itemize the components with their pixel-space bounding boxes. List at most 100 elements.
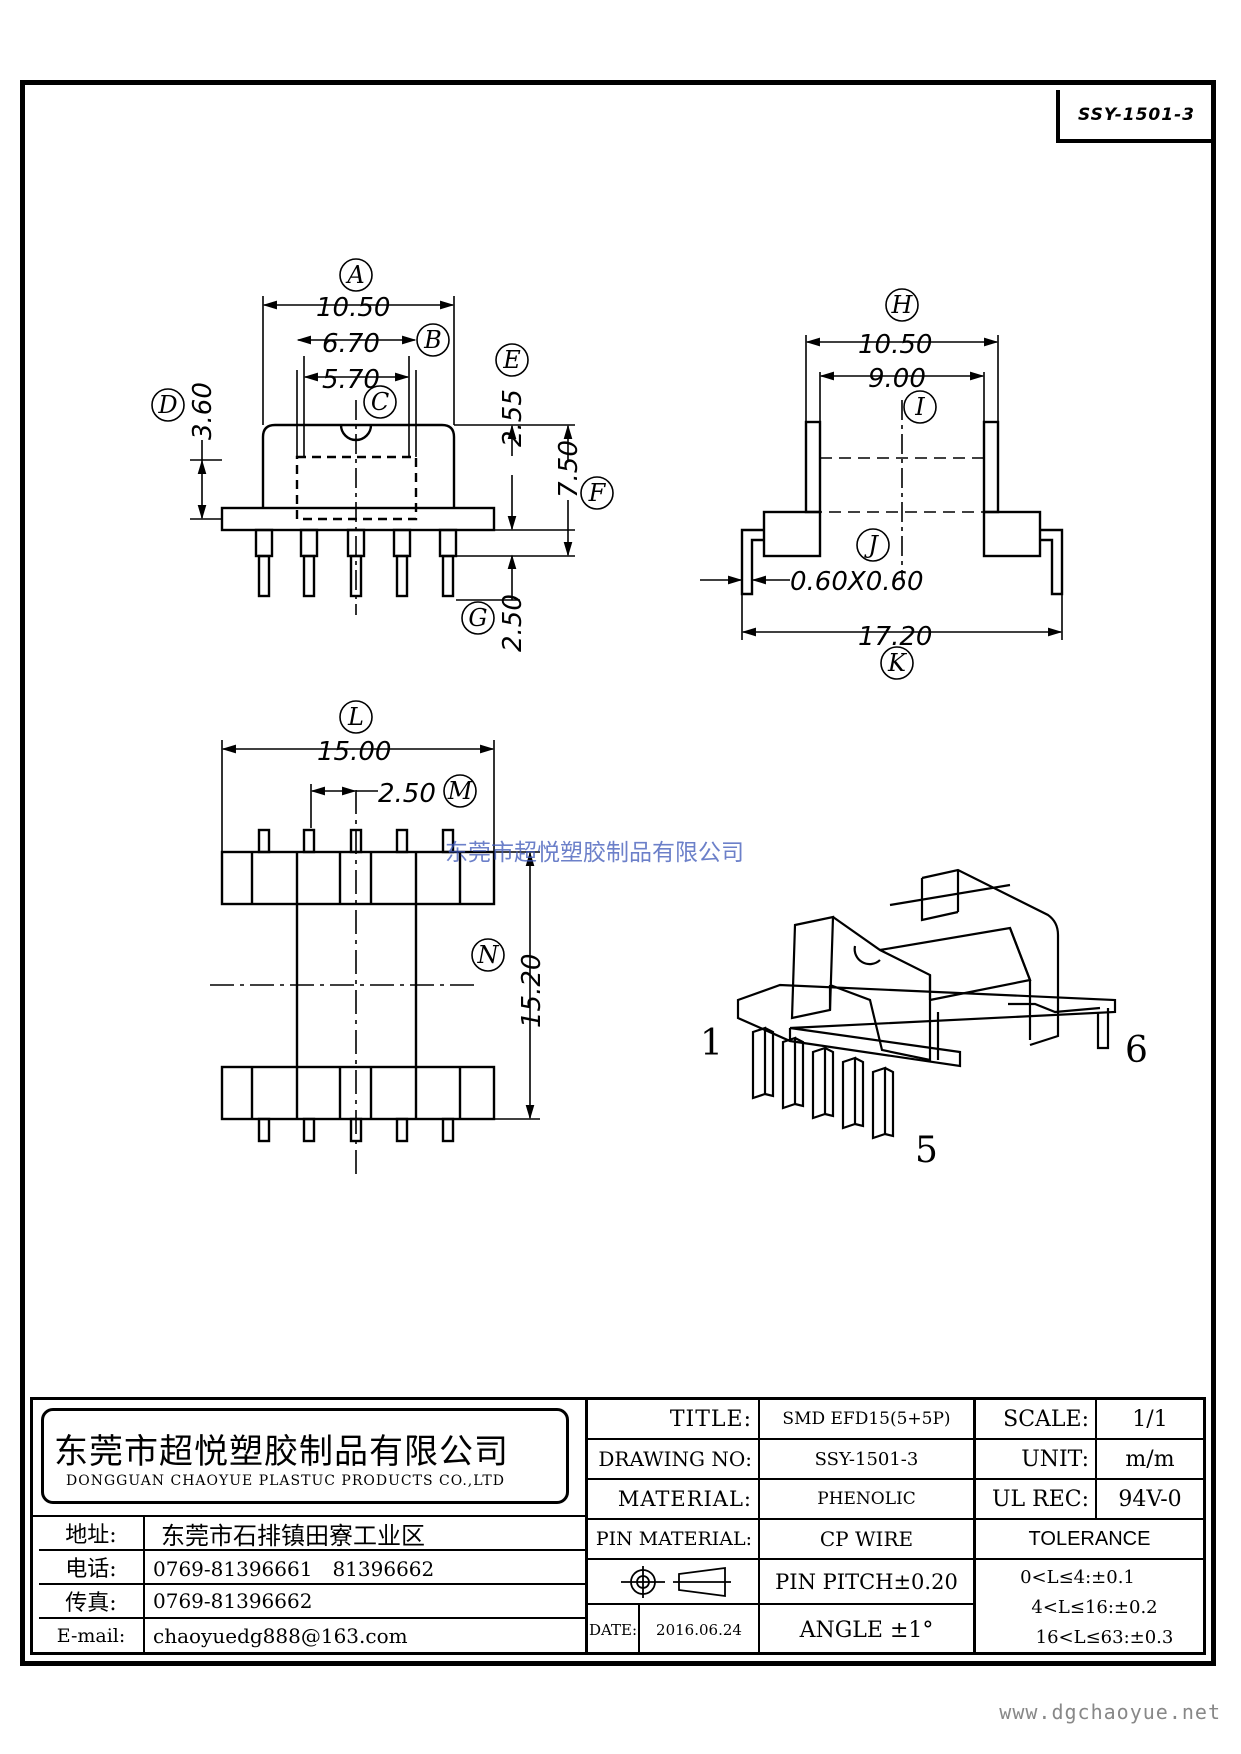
- callout-letter: G: [468, 604, 487, 632]
- ul-label: UL REC:: [976, 1480, 1095, 1520]
- callout-k: K: [880, 646, 914, 680]
- projection-symbol: [588, 1560, 758, 1605]
- top-pin: [257, 828, 271, 854]
- ul-value: 94V-0: [1097, 1480, 1203, 1520]
- callout-letter: B: [423, 326, 442, 354]
- company-name-cn: 东莞市超悦塑胶制品有限公司: [54, 1431, 509, 1472]
- tolerance-row: 0<L≤4:±0.1: [1020, 1566, 1135, 1588]
- dim-j-text: 0.60X0.60: [790, 567, 924, 597]
- dim-e-text: 2.55: [498, 389, 528, 447]
- unit-label: UNIT:: [976, 1440, 1095, 1480]
- iso-pin: [841, 1056, 865, 1130]
- side-view: [700, 335, 1064, 640]
- callout-c: C: [363, 385, 397, 419]
- callout-f: F: [580, 476, 614, 510]
- dim-g-text: 2.50: [498, 594, 528, 652]
- bottom-pin: [257, 1117, 271, 1143]
- title-block: 东莞市超悦塑胶制品有限公司 DONGGUAN CHAOYUE PLASTUC P…: [30, 1397, 1206, 1655]
- dim-d-text: 3.60: [188, 382, 218, 440]
- material-value: PHENOLIC: [760, 1480, 973, 1520]
- callout-d: D: [151, 388, 185, 422]
- tolerance-row: 4<L≤16:±0.2: [1031, 1596, 1158, 1618]
- material-label: MATERIAL:: [588, 1480, 758, 1520]
- pin-1-label: 1: [700, 1023, 723, 1064]
- first-angle-projection-icon: [621, 1565, 731, 1598]
- angle-tolerance: ANGLE ±1°: [799, 1617, 934, 1643]
- iso-pin: [781, 1036, 805, 1110]
- callout-letter: D: [157, 391, 177, 419]
- drawing-no-value: SSY-1501-3: [760, 1440, 973, 1480]
- drawing-no-label: DRAWING NO:: [588, 1440, 758, 1480]
- iso-pin: [811, 1046, 835, 1120]
- callout-letter: J: [863, 531, 879, 559]
- iso-pin: [751, 1026, 775, 1100]
- dim-h-text: 10.50: [858, 330, 932, 360]
- tolerance-row: 16<L≤63:±0.3: [1035, 1626, 1174, 1648]
- address-label: 地址:: [39, 1517, 145, 1551]
- unit-value: m/m: [1097, 1440, 1203, 1480]
- callout-a: A: [339, 258, 373, 292]
- bottom-pin: [395, 1117, 409, 1143]
- top-view: [210, 740, 540, 1175]
- front-pin: [346, 528, 366, 598]
- phone-value: 0769-81396661 81396662: [145, 1551, 585, 1585]
- callout-letter: K: [887, 649, 908, 677]
- pin-material-value: CP WIRE: [760, 1520, 973, 1560]
- top-pin: [302, 828, 316, 854]
- date-label: DATE:: [588, 1605, 640, 1655]
- callout-h: H: [885, 288, 919, 322]
- front-pin: [254, 528, 274, 598]
- callout-b: B: [416, 323, 450, 357]
- website-url: www.dgchaoyue.net: [999, 1700, 1221, 1724]
- fax-value: 0769-81396662: [145, 1585, 585, 1619]
- callout-letter: H: [891, 291, 914, 319]
- dim-b-text: 6.70: [322, 329, 380, 359]
- callout-letter: C: [371, 388, 389, 416]
- dim-i-text: 9.00: [868, 364, 926, 394]
- callout-letter: E: [502, 346, 521, 374]
- callout-letter: N: [477, 941, 500, 969]
- pin-material-label: PIN MATERIAL:: [588, 1520, 758, 1560]
- front-pin: [299, 528, 319, 598]
- callout-letter: L: [347, 703, 364, 731]
- callout-n: N: [471, 938, 505, 972]
- callout-g: G: [461, 601, 495, 635]
- date-value: 2016.06.24: [656, 1621, 742, 1639]
- top-pin: [441, 828, 455, 854]
- front-view: [190, 296, 575, 615]
- callout-l: L: [339, 700, 373, 734]
- email-value: chaoyuedg888@163.com: [153, 1624, 408, 1648]
- pin-6-label: 6: [1125, 1030, 1148, 1071]
- drawing-number-box: SSY-1501-3: [1056, 90, 1213, 143]
- tolerance-table: 0<L≤4:±0.1 4<L≤16:±0.2 16<L≤63:±0.3: [976, 1560, 1203, 1655]
- email-label: E-mail:: [39, 1619, 145, 1653]
- title-label: TITLE:: [588, 1400, 758, 1440]
- callout-letter: M: [447, 777, 474, 805]
- title-value: SMD EFD15(5+5P): [760, 1400, 973, 1440]
- fax-label: 传真:: [39, 1585, 145, 1619]
- dim-m-text: 2.50: [378, 779, 436, 809]
- iso-view: [736, 868, 1117, 1140]
- company-box: 东莞市超悦塑胶制品有限公司 DONGGUAN CHAOYUE PLASTUC P…: [41, 1408, 569, 1504]
- scale-value: 1/1: [1097, 1400, 1203, 1440]
- iso-pin: [871, 1066, 895, 1140]
- scale-label: SCALE:: [976, 1400, 1095, 1440]
- pin-pitch: PIN PITCH±0.20: [760, 1560, 973, 1605]
- dim-a-text: 10.50: [316, 293, 390, 323]
- callout-i: I: [903, 390, 937, 424]
- callout-j: J: [856, 528, 890, 562]
- callout-letter: I: [914, 393, 925, 421]
- dim-l-text: 15.00: [317, 737, 391, 767]
- bottom-pin: [302, 1117, 316, 1143]
- front-pin: [392, 528, 412, 598]
- drawing-border: [20, 80, 1216, 1666]
- bottom-pin: [441, 1117, 455, 1143]
- pin-5-label: 5: [915, 1130, 938, 1171]
- callout-letter: A: [345, 261, 364, 289]
- callout-e: E: [495, 343, 529, 377]
- phone-label: 电话:: [39, 1551, 145, 1585]
- top-pin: [395, 828, 409, 854]
- watermark: 东莞市超悦塑胶制品有限公司: [445, 840, 744, 866]
- callout-letter: F: [588, 479, 607, 507]
